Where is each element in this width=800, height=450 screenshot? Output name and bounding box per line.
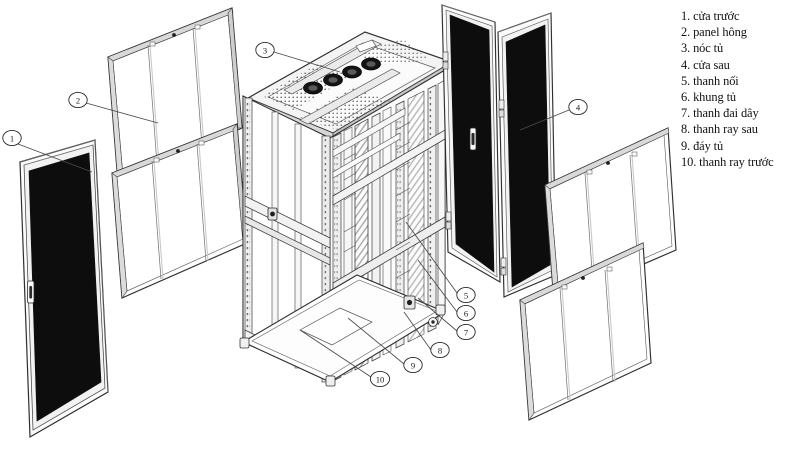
legend-item-4: 4. cửa sau (681, 57, 730, 72)
part-cabinet-base (239, 274, 447, 387)
part-rear-door-b (497, 12, 557, 298)
legend-item-9: 9. đáy tủ (681, 138, 724, 153)
front-door-glass (28, 152, 102, 422)
legend-item-6: 6. khung tủ (681, 90, 737, 105)
callout-group: 1 2 3 4 5 6 7 (2, 41, 588, 388)
legend-item-2: 2. panel hông (681, 25, 747, 40)
callout-5-label: 5 (464, 291, 468, 301)
callout-2[interactable]: 2 (68, 91, 88, 109)
callout-1-label: 1 (10, 134, 14, 144)
callout-7-label: 7 (464, 328, 469, 338)
part-side-panel-lower (111, 123, 248, 299)
top-cover-fan-holes (303, 57, 381, 95)
rear-door-b-glass (505, 24, 551, 288)
callout-3-label: 3 (263, 46, 267, 56)
callout-1[interactable]: 1 (2, 129, 22, 147)
callout-4[interactable]: 4 (568, 98, 588, 116)
part-side-panel-upper (107, 7, 243, 184)
callout-3[interactable]: 3 (255, 41, 275, 59)
cabinet-feet (239, 304, 446, 387)
callout-10-label: 10 (376, 375, 385, 385)
parts-legend: 1. cửa trước 2. panel hông 3. nóc tủ 4. … (681, 8, 800, 170)
front-door-handle (27, 280, 35, 304)
part-side-panel-right-lower (519, 242, 652, 421)
leader-lines (17, 51, 570, 378)
callout-6-label: 6 (464, 309, 469, 319)
callout-5[interactable]: 5 (456, 286, 476, 304)
legend-item-3: 3. nóc tủ (681, 41, 724, 56)
legend-item-7: 7. thanh đai dây (681, 106, 759, 121)
legend-item-10: 10. thanh ray trước (681, 154, 774, 169)
part-front-door (19, 139, 109, 439)
cable-tie-bracket (403, 295, 416, 310)
callout-8-label: 8 (438, 346, 442, 356)
part-cabinet-frame (239, 69, 447, 387)
callout-2-label: 2 (76, 96, 80, 106)
callout-9-label: 9 (411, 361, 415, 371)
callout-6[interactable]: 6 (456, 304, 476, 322)
part-rear-door-a (441, 4, 501, 284)
legend-item-5: 5. thanh nối (681, 73, 739, 88)
callout-8[interactable]: 8 (430, 341, 450, 359)
rear-door-a-handle (469, 127, 477, 151)
callout-7[interactable]: 7 (456, 323, 476, 341)
callout-10[interactable]: 10 (369, 370, 391, 388)
legend-item-1: 1. cửa trước (681, 9, 740, 23)
callout-4-label: 4 (576, 103, 581, 113)
legend-item-8: 8. thanh ray sau (681, 122, 758, 137)
callout-9[interactable]: 9 (403, 356, 423, 374)
